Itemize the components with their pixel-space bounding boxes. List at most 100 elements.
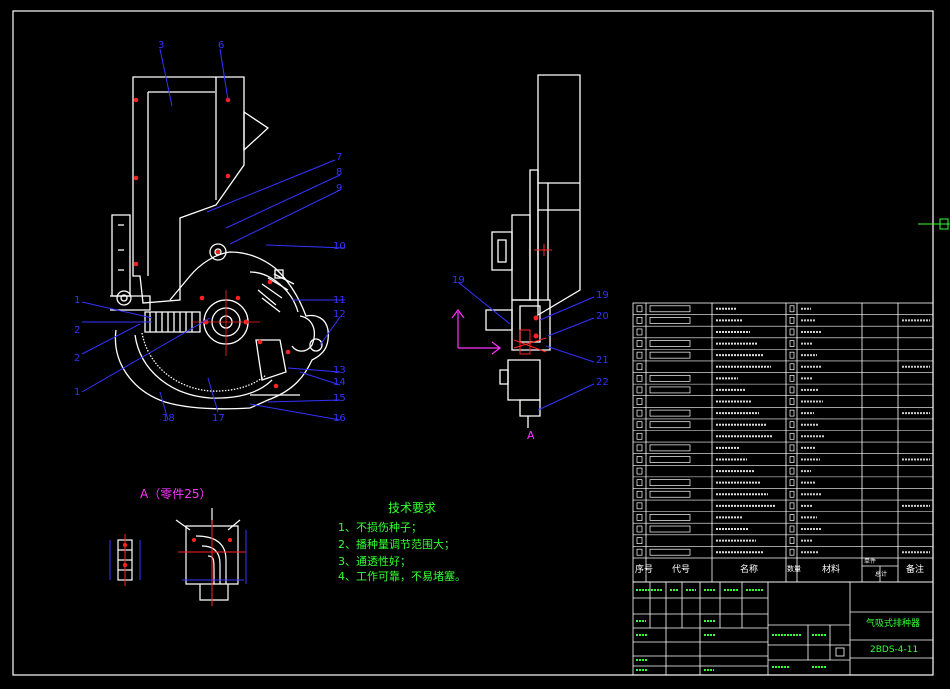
tech-req-item: 1、不损伤种子； <box>338 521 422 534</box>
bom-header-material: 材料 <box>822 565 841 575</box>
bom-row-index-mark <box>636 409 643 417</box>
bom-qty-mark <box>789 421 795 429</box>
centering-mark <box>918 218 950 230</box>
callout-9: 9 <box>336 183 343 194</box>
callout-19b: 19 <box>596 290 609 301</box>
bom-code-field <box>649 421 691 429</box>
bom-row-index-mark <box>636 421 643 429</box>
bom-row-index-mark <box>636 340 643 347</box>
bom-code-field <box>649 305 691 313</box>
bom-qty-mark <box>789 525 795 533</box>
bom-header-unit: 单件 <box>864 558 877 565</box>
bom-row-index-mark <box>636 398 643 405</box>
callout-21: 21 <box>596 355 609 366</box>
bom-qty-mark <box>789 479 795 487</box>
bom-row-index-mark <box>636 374 643 382</box>
bom-rows <box>633 305 933 556</box>
bom-qty-mark <box>789 467 795 475</box>
bom-code-field <box>649 456 691 463</box>
bom-qty-mark <box>789 317 795 324</box>
callout-14: 14 <box>333 377 346 388</box>
callout-10: 10 <box>333 241 346 252</box>
bom-code-field <box>649 374 691 382</box>
bom-qty-mark <box>789 351 795 359</box>
bom-qty-mark <box>789 328 795 336</box>
bom-qty-mark <box>789 432 795 440</box>
bom-row-index-mark <box>636 490 643 498</box>
bom-header-name: 名称 <box>740 565 759 575</box>
callout-17: 17 <box>212 413 225 424</box>
bom-qty-mark <box>789 456 795 463</box>
tech-req-title: 技术要求 <box>388 501 437 515</box>
bom-row-index-mark <box>636 502 643 510</box>
bom-code-field <box>649 351 691 359</box>
main-view-hidden-marks <box>133 97 291 389</box>
title-block-small-text <box>636 589 826 671</box>
main-leaders <box>81 48 346 421</box>
bom-header-total: 总计 <box>875 571 888 578</box>
bom-qty-mark <box>789 305 795 313</box>
bom-qty-mark <box>789 537 795 544</box>
bom-row-index-mark <box>636 525 643 533</box>
bom-code-field <box>649 317 691 324</box>
main-view <box>110 76 329 410</box>
callout-1a: 1 <box>74 295 81 306</box>
bom-table <box>632 302 934 583</box>
bom-row-index-mark <box>636 432 643 440</box>
bom-code-field <box>649 490 691 498</box>
bom-row-index-mark <box>636 514 643 521</box>
bom-code-field <box>649 340 691 347</box>
bom-row-index-mark <box>636 386 643 394</box>
section-marker-a: A <box>527 429 535 442</box>
bom-row-index-mark <box>636 351 643 359</box>
callout-6: 6 <box>218 40 225 51</box>
bom-qty-mark <box>789 490 795 498</box>
side-view-hidden <box>513 244 552 355</box>
callout-1b: 1 <box>74 387 81 398</box>
callout-12: 12 <box>333 309 346 320</box>
side-view <box>485 74 581 428</box>
bom-header-remark: 备注 <box>906 565 925 575</box>
bom-qty-mark <box>789 502 795 510</box>
bom-row-index-mark <box>636 537 643 544</box>
sheet-border <box>12 10 934 676</box>
callout-13: 13 <box>333 365 346 376</box>
bom-row-index-mark <box>636 456 643 463</box>
detail-view-marks <box>122 520 246 606</box>
title-block <box>632 581 934 676</box>
bom-row-index-mark <box>636 479 643 487</box>
bom-row-index-mark <box>636 328 643 336</box>
bom-code-field <box>649 386 691 394</box>
bom-row-index-mark <box>636 444 643 452</box>
tech-req-item: 2、播种量调节范围大； <box>338 538 455 551</box>
callout-3: 3 <box>158 40 165 51</box>
bom-qty-mark <box>789 409 795 417</box>
callout-19a: 19 <box>452 275 465 286</box>
bom-code-field <box>649 525 691 533</box>
bom-row-index-mark <box>636 548 643 556</box>
bom-qty-mark <box>789 340 795 347</box>
bom-qty-mark <box>789 374 795 382</box>
bom-row-index-mark <box>636 467 643 475</box>
bom-qty-mark <box>789 398 795 405</box>
callout-2a: 2 <box>74 325 81 336</box>
bom-code-field <box>649 444 691 452</box>
part-name: 气吸式排种器 <box>866 619 921 629</box>
bom-qty-mark <box>789 548 795 556</box>
detail-view <box>117 508 241 601</box>
bom-header-code: 代号 <box>672 565 691 575</box>
bom-header-qty: 数量 <box>787 565 801 573</box>
detail-view-dims <box>109 530 247 584</box>
callout-22: 22 <box>596 377 609 388</box>
side-view-leaders <box>457 281 595 411</box>
bom-row-index-mark <box>636 305 643 313</box>
callout-8: 8 <box>336 167 343 178</box>
callout-7: 7 <box>336 152 343 163</box>
callout-20: 20 <box>596 311 609 322</box>
section-arrow-a <box>451 309 501 355</box>
callout-2b: 2 <box>74 353 81 364</box>
bom-row-index-mark <box>636 363 643 371</box>
detail-view-label: A（零件25） <box>140 487 212 501</box>
tech-req-item: 3、通透性好； <box>338 555 411 568</box>
